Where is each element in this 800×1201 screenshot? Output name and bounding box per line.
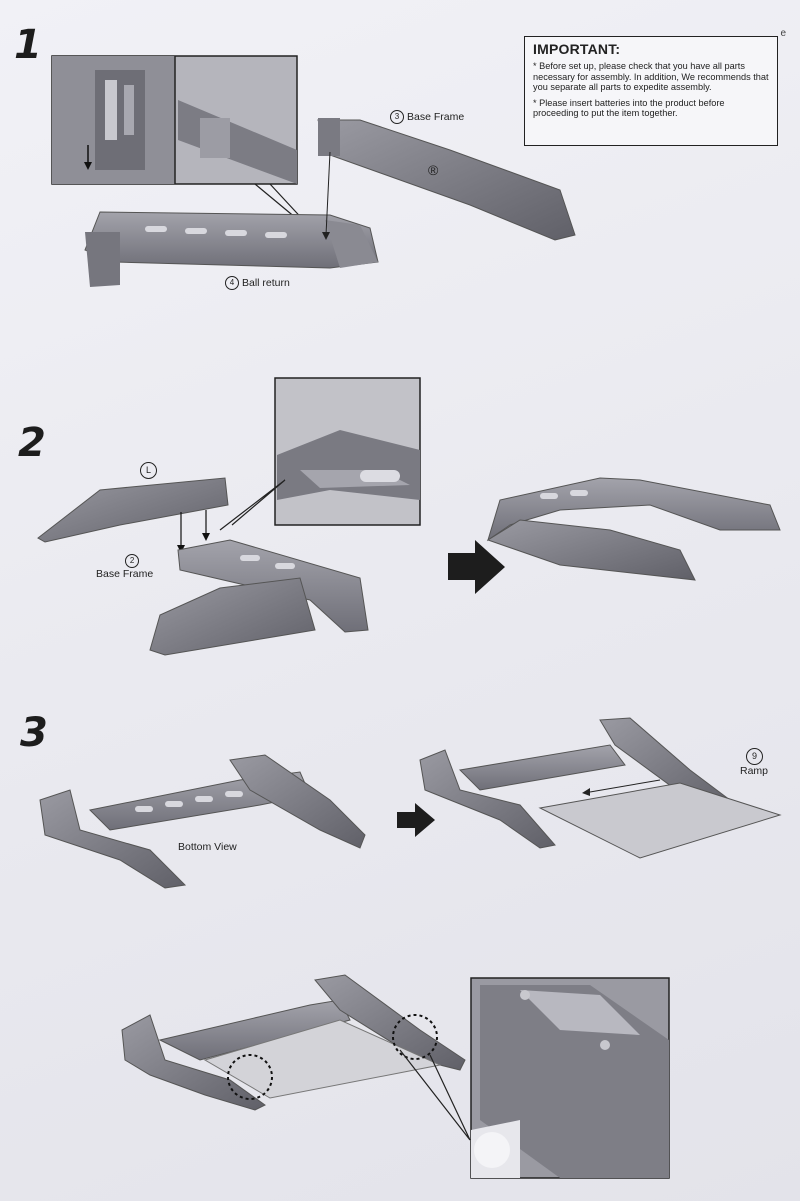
important-notice: IMPORTANT: * Before set up, please check… bbox=[524, 36, 778, 146]
part-label: Base Frame bbox=[96, 568, 154, 580]
part-number-badge: 9 bbox=[746, 748, 763, 765]
step3-bottom-view-frame bbox=[39, 754, 366, 889]
step-number-2: 2 bbox=[18, 420, 46, 466]
corner-mark: e bbox=[780, 28, 786, 39]
important-note-parts: * Before set up, please check that you h… bbox=[533, 61, 769, 92]
step-number-3: 3 bbox=[20, 710, 48, 756]
label-left-part: L bbox=[140, 462, 160, 479]
step3-assembled-frame bbox=[121, 974, 466, 1111]
step2-result-arrow bbox=[448, 540, 505, 594]
label-ramp: 9 Ramp bbox=[740, 748, 768, 777]
step1-detail-box bbox=[51, 55, 298, 185]
ball-return-part bbox=[84, 211, 379, 287]
base-frame-part-2 bbox=[149, 539, 369, 656]
step-number-1: 1 bbox=[14, 22, 42, 68]
important-title: IMPORTANT: bbox=[533, 41, 621, 57]
step2-assembled-frame bbox=[486, 477, 781, 581]
step3-ramp-insert bbox=[419, 717, 782, 859]
step2-detail-box bbox=[274, 377, 421, 526]
part-label: Ramp bbox=[740, 765, 769, 777]
label-base-frame-2: 2 Base Frame bbox=[96, 554, 153, 580]
step3-detail-box bbox=[470, 977, 670, 1179]
left-side-part bbox=[37, 477, 229, 553]
part-number-badge: 2 bbox=[125, 554, 140, 568]
part-number-badge: 4 bbox=[225, 276, 239, 290]
base-frame-part-3 bbox=[317, 118, 576, 241]
step3-next-arrow bbox=[397, 803, 435, 837]
label-bottom-view: Bottom View bbox=[178, 841, 237, 853]
part-number-badge: 3 bbox=[390, 110, 404, 124]
registered-mark: ® bbox=[428, 162, 439, 178]
part-label: Base Frame bbox=[407, 110, 465, 123]
important-note-batteries: * Please insert batteries into the produ… bbox=[533, 97, 725, 119]
part-label: Ball return bbox=[242, 276, 290, 289]
left-mark-badge: L bbox=[140, 462, 157, 479]
